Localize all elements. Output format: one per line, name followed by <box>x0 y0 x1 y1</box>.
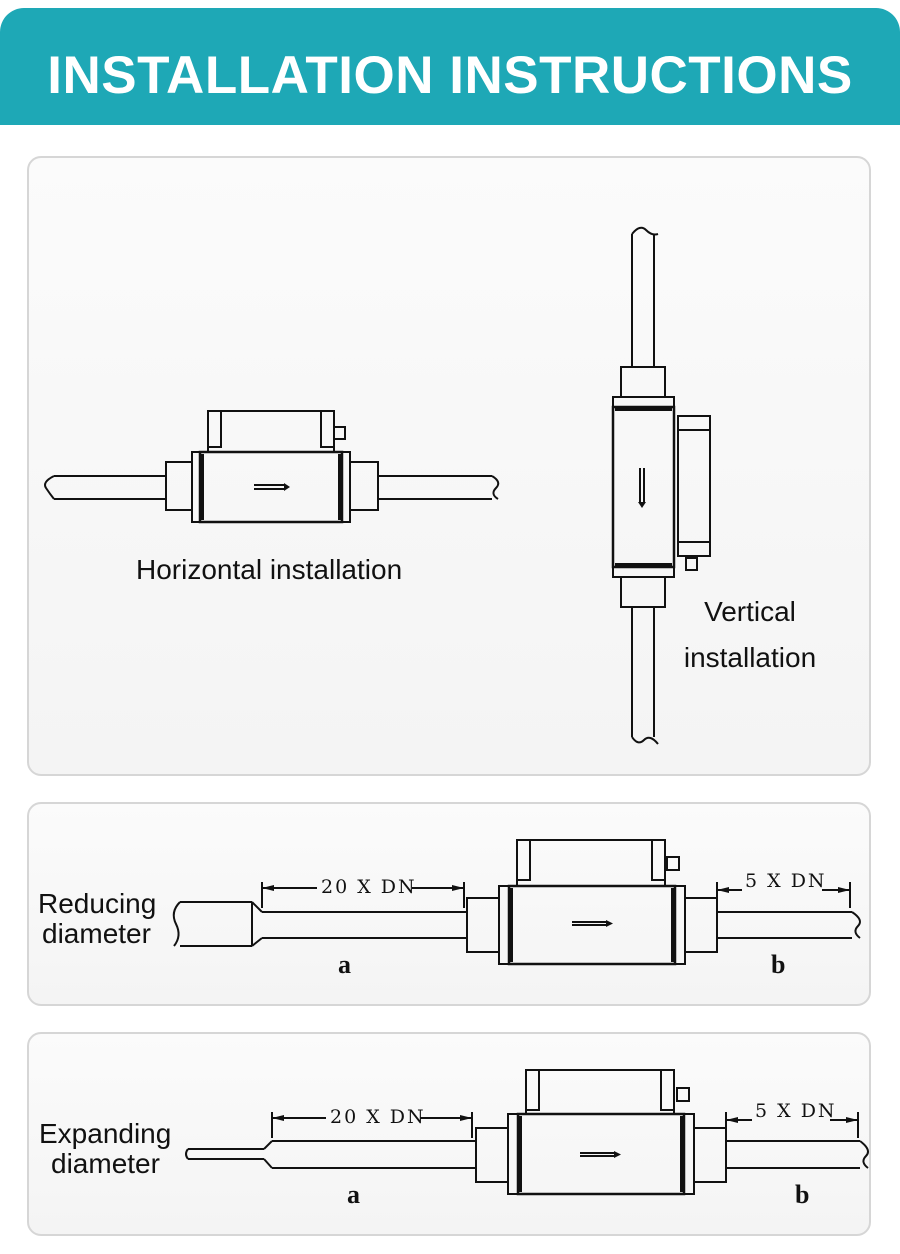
vertical-installation-label-line1: Vertical <box>704 596 796 627</box>
horizontal-installation-label: Horizontal installation <box>136 554 403 585</box>
expanding-label-line2: diameter <box>51 1148 160 1179</box>
reducing-diameter-diagram <box>29 804 871 1006</box>
expanding-downstream-length: 5 X DN <box>755 1100 837 1122</box>
reducing-marker-a: a <box>338 950 351 979</box>
reducing-marker-b: b <box>771 950 786 979</box>
reducing-downstream-length: 5 X DN <box>745 870 827 892</box>
reducing-label-line1: Reducing <box>38 888 157 919</box>
reducing-label-line2: diameter <box>42 918 151 949</box>
horizontal-meter-drawing <box>45 411 498 522</box>
page-title: INSTALLATION INSTRUCTIONS <box>47 46 853 105</box>
expanding-label-line1: Expanding <box>39 1118 172 1149</box>
vertical-installation-label-line2: installation <box>683 642 817 673</box>
orientation-panel: Horizontal installation Vertical install… <box>27 156 871 776</box>
orientation-diagram <box>29 158 871 776</box>
vertical-meter-drawing <box>613 228 710 744</box>
header-banner: INSTALLATION INSTRUCTIONS <box>0 8 900 125</box>
expanding-upstream-length: 20 X DN <box>330 1106 426 1128</box>
expanding-diameter-panel: Expanding diameter 20 X DN 5 X DN a b <box>27 1032 871 1236</box>
expanding-marker-a: a <box>347 1180 360 1209</box>
reducing-diameter-panel: Reducing diameter 20 X DN 5 X DN a b <box>27 802 871 1006</box>
reducing-upstream-length: 20 X DN <box>321 876 417 898</box>
expanding-marker-b: b <box>795 1180 810 1209</box>
expanding-diameter-diagram <box>29 1034 871 1236</box>
